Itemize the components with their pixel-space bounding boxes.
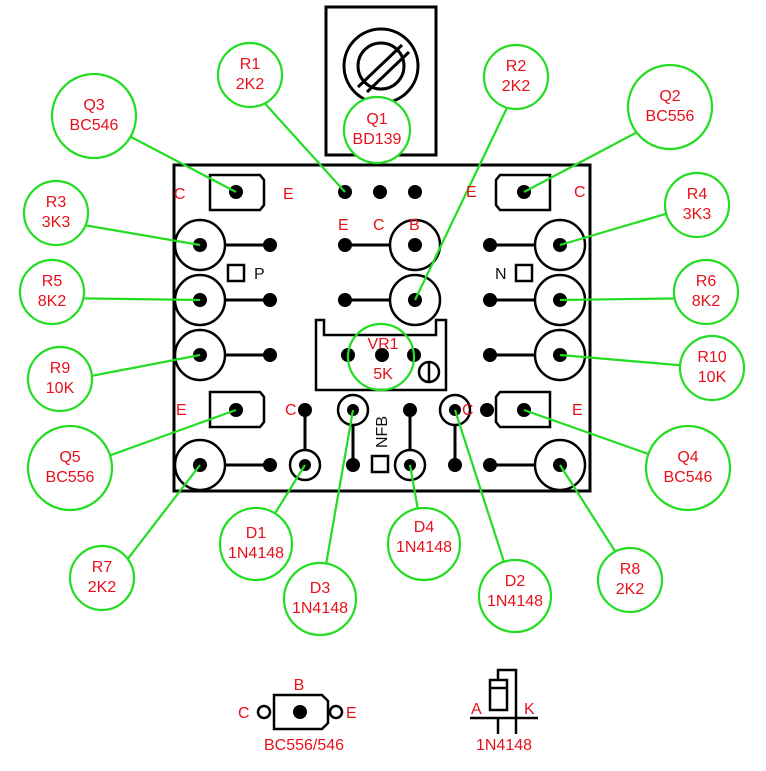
vr1-ref: VR1 xyxy=(367,336,398,353)
r4-value: 3K3 xyxy=(683,206,712,223)
bubble-d4: D4 1N4148 xyxy=(386,506,462,582)
legend-transistor-caption: BC556/546 xyxy=(264,737,344,754)
bubble-r3: R3 3K3 xyxy=(22,179,90,247)
bubble-r10: R10 10K xyxy=(678,334,746,402)
r3-value: 3K3 xyxy=(42,214,71,231)
q3-e-label: E xyxy=(283,186,294,203)
r2-ref: R2 xyxy=(506,58,527,75)
square-pad-nfb xyxy=(370,454,390,474)
bubble-r7: R7 2K2 xyxy=(68,544,136,612)
bubble-r2: R2 2K2 xyxy=(482,43,550,111)
r3-ref: R3 xyxy=(46,194,67,211)
r10-value: 10K xyxy=(698,369,727,386)
bubble-d3: D3 1N4148 xyxy=(282,561,358,637)
q3-value: BC546 xyxy=(70,117,119,134)
legend-k-label: K xyxy=(524,701,535,718)
legend-b-label: B xyxy=(294,677,305,694)
q2-value: BC556 xyxy=(646,108,695,125)
q4-value: BC546 xyxy=(664,469,713,486)
q2-e-label: E xyxy=(466,184,477,201)
bubble-r8: R8 2K2 xyxy=(596,546,664,614)
q4-ref: Q4 xyxy=(677,449,698,466)
bubble-r6: R6 8K2 xyxy=(672,258,740,326)
q1-e-label: E xyxy=(338,217,349,234)
r1-value: 2K2 xyxy=(236,76,265,93)
d2-value: 1N4148 xyxy=(487,593,543,610)
r1-ref: R1 xyxy=(240,56,261,73)
d3-ref: D3 xyxy=(310,580,331,597)
q5-value: BC556 xyxy=(46,469,95,486)
bubble-r9: R9 10K xyxy=(26,345,94,413)
q1-c-label: C xyxy=(373,217,385,234)
d3-value: 1N4148 xyxy=(292,600,348,617)
d4-ref: D4 xyxy=(414,519,435,536)
r8-ref: R8 xyxy=(620,561,641,578)
q3-c-label: C xyxy=(174,186,186,203)
r8-value: 2K2 xyxy=(616,581,645,598)
bubble-r1: R1 2K2 xyxy=(216,41,284,109)
pin-labels: C E E C E C B P N E C C E NFB xyxy=(174,184,586,448)
q1-value: BD139 xyxy=(353,131,402,148)
d1-ref: D1 xyxy=(246,525,267,542)
square-pad-n xyxy=(514,263,534,283)
bubble-vr1: VR1 5K xyxy=(346,322,416,392)
q5-ref: Q5 xyxy=(59,449,80,466)
r5-value: 8K2 xyxy=(38,293,67,310)
legend-diode: A K 1N4148 xyxy=(470,668,538,754)
d1-value: 1N4148 xyxy=(228,545,284,562)
r2-value: 2K2 xyxy=(502,78,531,95)
d4-value: 1N4148 xyxy=(396,539,452,556)
transistor-footprints xyxy=(208,173,552,429)
q1-ref: Q1 xyxy=(366,111,387,128)
q4-e-label: E xyxy=(572,402,583,419)
legend-transistor: B C E BC556/546 xyxy=(238,677,357,754)
legend-e-label: E xyxy=(346,705,357,722)
q5-e-label: E xyxy=(176,402,187,419)
q5-c-label: C xyxy=(285,402,297,419)
r6-ref: R6 xyxy=(696,273,717,290)
bubble-q3: Q3 BC546 xyxy=(50,72,138,160)
nfb-label: NFB xyxy=(374,416,391,448)
q2-c-label: C xyxy=(574,184,586,201)
small-pads xyxy=(263,185,497,472)
r9-value: 10K xyxy=(46,380,75,397)
q3-ref: Q3 xyxy=(83,97,104,114)
bubble-q4: Q4 BC546 xyxy=(644,424,732,512)
q4-c-label: C xyxy=(462,402,474,419)
n-label: N xyxy=(495,266,507,283)
r7-value: 2K2 xyxy=(88,579,117,596)
pcb-outline xyxy=(172,163,592,493)
legend-a-label: A xyxy=(471,701,482,718)
q2-ref: Q2 xyxy=(659,88,680,105)
p-label: P xyxy=(254,266,265,283)
bubble-r4: R4 3K3 xyxy=(663,171,731,239)
r7-ref: R7 xyxy=(92,559,113,576)
diode-body xyxy=(488,678,509,712)
bubble-r5: R5 8K2 xyxy=(18,258,86,326)
q1-b-label: B xyxy=(409,217,420,234)
r9-ref: R9 xyxy=(50,360,71,377)
bubble-d1: D1 1N4148 xyxy=(218,506,294,582)
bubble-q2: Q2 BC556 xyxy=(626,63,714,151)
d2-ref: D2 xyxy=(505,573,526,590)
bubble-q5: Q5 BC556 xyxy=(26,424,114,512)
square-pad-p xyxy=(226,263,246,283)
legend-c-label: C xyxy=(238,705,250,722)
r4-ref: R4 xyxy=(687,186,708,203)
vr1-footprint xyxy=(314,318,448,392)
legend-diode-caption: 1N4148 xyxy=(476,737,532,754)
r5-ref: R5 xyxy=(42,273,63,290)
r6-value: 8K2 xyxy=(692,293,721,310)
r10-ref: R10 xyxy=(697,349,726,366)
vr1-value: 5K xyxy=(373,366,393,383)
bubble-q1: Q1 BD139 xyxy=(342,95,412,165)
bubble-d2: D2 1N4148 xyxy=(477,558,553,634)
